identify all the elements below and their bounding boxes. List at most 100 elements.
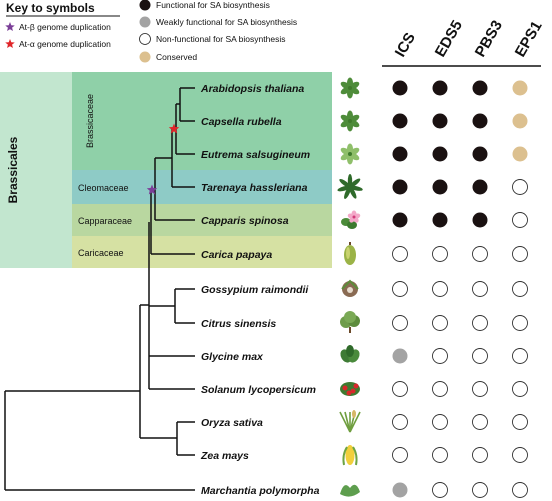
nonfunctional-circle (512, 348, 528, 364)
functional-circle (392, 113, 408, 129)
species-label: Capparis spinosa (201, 215, 289, 227)
species-label: Citrus sinensis (201, 318, 276, 330)
nonfunctional-circle (392, 414, 408, 430)
soybean-leaf-icon (340, 345, 360, 363)
functional-circle (432, 80, 448, 96)
star-icon (5, 39, 15, 49)
marchantia-thallus-icon (340, 484, 360, 497)
status-matrix (392, 80, 528, 498)
nonfunctional-circle (472, 381, 488, 397)
arabidopsis-leaves-icon (340, 77, 360, 99)
nonfunctional-circle (432, 246, 448, 262)
nonfunctional-circle (472, 315, 488, 331)
rice-plant-icon (339, 410, 361, 433)
key-item-label: Non-functional for SA biosynthesis (156, 34, 285, 44)
nonfunctional-circle (392, 447, 408, 463)
functional-circle (472, 179, 488, 195)
cotton-boll-icon (341, 279, 359, 297)
eutrema-leaves-icon (340, 143, 360, 165)
functional-circle (472, 113, 488, 129)
circle-icon (139, 51, 151, 63)
tarenaya-leaves-icon (337, 174, 363, 199)
species-label: Tarenaya hassleriana (201, 182, 308, 194)
gene-header: ICS (392, 30, 419, 60)
nonfunctional-circle (512, 447, 528, 463)
weak-circle (392, 482, 408, 498)
tomato-plant-icon (340, 382, 360, 396)
conserved-circle (512, 146, 528, 162)
functional-circle (392, 179, 408, 195)
conserved-circle (512, 113, 528, 129)
species-label: Oryza sativa (201, 417, 263, 429)
functional-circle (432, 179, 448, 195)
brassicales-panel (0, 72, 72, 268)
family-label-cleomaceae: Cleomaceae (78, 183, 129, 193)
species-label: Arabidopsis thaliana (200, 83, 304, 95)
species-label: Zea mays (200, 450, 249, 462)
key-item-label: Weakly functional for SA biosynthesis (156, 17, 297, 27)
capsella-leaves-icon (340, 110, 360, 132)
species-label: Marchantia polymorpha (201, 485, 320, 497)
gene-header: EPS1 (512, 18, 546, 60)
nonfunctional-circle (512, 179, 528, 195)
nonfunctional-circle (512, 381, 528, 397)
at-alpha-star-icon (168, 123, 180, 134)
papaya-fruit-icon (344, 242, 356, 265)
species-label: Carica papaya (201, 249, 272, 261)
nonfunctional-circle (392, 381, 408, 397)
functional-circle (392, 80, 408, 96)
nonfunctional-circle (392, 246, 408, 262)
nonfunctional-circle (472, 246, 488, 262)
species-label: Glycine max (201, 351, 264, 363)
nonfunctional-circle (432, 414, 448, 430)
key-item: At-α genome duplication (5, 39, 111, 49)
functional-circle (432, 113, 448, 129)
nonfunctional-circle (432, 381, 448, 397)
gene-header: PBS3 (472, 18, 506, 60)
at-beta-star-icon (146, 184, 158, 195)
key-item-label: Functional for SA biosynthesis (156, 0, 270, 10)
key-title: Key to symbols (6, 1, 95, 15)
nonfunctional-circle (512, 315, 528, 331)
circle-icon (139, 0, 151, 11)
key-item: Non-functional for SA biosynthesis (139, 33, 285, 45)
nonfunctional-circle (512, 246, 528, 262)
species-label: Capsella rubella (201, 116, 282, 128)
family-label-capparaceae: Capparaceae (78, 216, 132, 226)
nonfunctional-circle (512, 212, 528, 228)
key-item: At-β genome duplication (5, 22, 111, 32)
species-label: Solanum lycopersicum (201, 384, 316, 396)
order-label-brassicales: Brassicales (6, 136, 20, 203)
nonfunctional-circle (472, 281, 488, 297)
duplication-markers (146, 123, 180, 195)
nonfunctional-circle (392, 315, 408, 331)
citrus-tree-icon (340, 311, 360, 333)
nonfunctional-circle (472, 482, 488, 498)
nonfunctional-circle (512, 414, 528, 430)
functional-circle (472, 80, 488, 96)
nonfunctional-circle (432, 447, 448, 463)
nonfunctional-circle (432, 281, 448, 297)
plant-icons (337, 77, 363, 497)
species-label: Eutrema salsugineum (201, 149, 310, 161)
functional-circle (392, 146, 408, 162)
circle-icon (139, 16, 151, 28)
key-item: Weakly functional for SA biosynthesis (139, 16, 297, 28)
family-label-brassicaceae: Brassicaceae (85, 94, 95, 148)
star-icon (5, 22, 15, 32)
capparis-flower-icon (341, 210, 361, 229)
key-legend: Key to symbols At-β genome duplicationAt… (5, 0, 297, 63)
functional-circle (472, 212, 488, 228)
nonfunctional-circle (432, 315, 448, 331)
brassicaceae-panel (72, 72, 332, 170)
species-label: Gossypium raimondii (201, 284, 309, 296)
maize-cob-icon (342, 445, 358, 466)
key-item: Functional for SA biosynthesis (139, 0, 270, 11)
functional-circle (432, 212, 448, 228)
capparaceae-panel (72, 204, 332, 236)
functional-circle (432, 146, 448, 162)
group-panels (0, 72, 332, 268)
